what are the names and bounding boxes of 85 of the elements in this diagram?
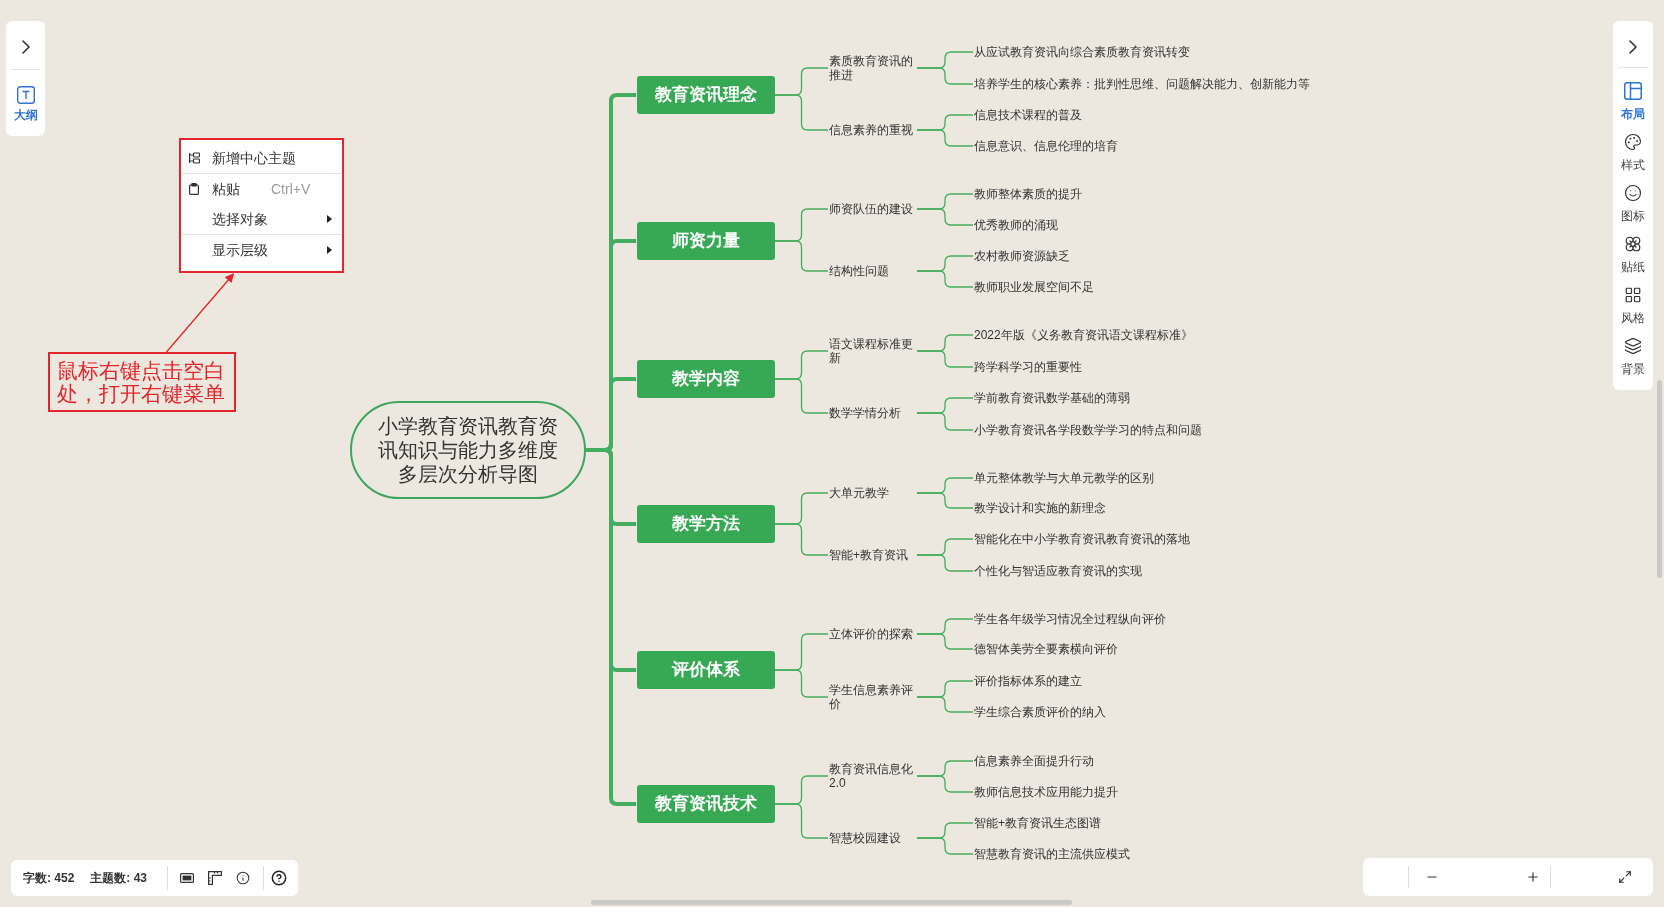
main-topic	[637, 505, 775, 543]
menu-item: 选择对象	[212, 210, 268, 228]
main-topic	[637, 360, 775, 398]
detail-text: 信息意识、信息伦理的培育	[974, 138, 1118, 154]
toolbar-label: 图标	[1621, 209, 1645, 223]
topic-label: 教学内容	[672, 369, 740, 389]
shortcut-text: Ctrl+V	[271, 180, 311, 198]
subtopic-text: 智能+教育资讯	[829, 548, 917, 562]
menu-item: 新增中心主题	[212, 149, 296, 167]
subtopic-text: 教育资讯信息化2.0	[829, 762, 917, 790]
callout-text: 鼠标右键点击空白处，打开右键菜单	[57, 359, 226, 405]
menu-item: 粘贴	[212, 180, 240, 198]
toolbar-label: 大纲	[13, 108, 38, 122]
branch-line	[774, 669, 829, 698]
topic-label: 评价体系	[672, 660, 740, 680]
arrow	[165, 273, 235, 353]
subtopic-text: 立体评价的探索	[829, 627, 917, 641]
branch-line	[774, 378, 829, 414]
callout-box	[48, 352, 236, 412]
toolbar-label: 风格	[1621, 311, 1645, 325]
detail-text: 农村教师资源缺乏	[974, 248, 1070, 264]
branch-line	[916, 412, 974, 431]
central-topic-label: 小学教育资讯教育资讯知识与能力多维度多层次分析导图	[377, 414, 559, 486]
subtopic-text: 素质教育资讯的推进	[829, 54, 917, 82]
branch-line	[774, 523, 829, 556]
detail-text: 智慧教育资讯的主流供应模式	[974, 846, 1130, 862]
context-menu	[179, 138, 344, 273]
main-topic	[637, 222, 775, 260]
subtopic-text: 数学学情分析	[829, 406, 917, 420]
branch-line	[774, 240, 829, 272]
toolbar-label: 样式	[1621, 158, 1645, 172]
detail-text: 从应试教育资讯向综合素质教育资讯转变	[974, 44, 1190, 60]
detail-text: 学生各年级学习情况全过程纵向评价	[974, 611, 1166, 627]
toolbar-label: 贴纸	[1621, 260, 1645, 274]
detail-text: 跨学科学习的重要性	[974, 359, 1082, 375]
main-topic	[637, 76, 775, 114]
detail-text: 培养学生的核心素养：批判性思维、问题解决能力、创新能力等	[974, 76, 1310, 92]
topic-label: 师资力量	[672, 231, 740, 251]
branch-line	[916, 270, 974, 288]
branch-line	[916, 208, 974, 226]
detail-text: 个性化与智适应教育资讯的实现	[974, 563, 1142, 579]
toolbar-label: 背景	[1621, 362, 1645, 376]
subtopic-text: 智慧校园建设	[829, 831, 917, 845]
branch-line	[916, 129, 974, 147]
branch-line	[916, 837, 974, 855]
subtopic-text: 结构性问题	[829, 264, 917, 278]
subtopic-text: 学生信息素养评价	[829, 683, 917, 711]
detail-text: 学前教育资讯数学基础的薄弱	[974, 390, 1130, 406]
detail-text: 教师职业发展空间不足	[974, 279, 1094, 295]
detail-text: 德智体美劳全要素横向评价	[974, 641, 1118, 657]
detail-text: 学生综合素质评价的纳入	[974, 704, 1106, 720]
topic-count-text: 主题数: 43	[90, 871, 148, 885]
branch-line	[916, 492, 974, 509]
subtopic-text: 信息素养的重视	[829, 123, 917, 137]
menu-item: 显示层级	[212, 241, 268, 259]
subtopic-text: 师资队伍的建设	[829, 202, 917, 216]
topic-label: 教育资讯理念	[655, 85, 757, 105]
detail-text: 教学设计和实施的新理念	[974, 500, 1106, 516]
subtopic-text: 大单元教学	[829, 486, 917, 500]
subtopic-text: 语文课程标准更新	[829, 337, 917, 365]
detail-text: 2022年版《义务教育资讯语文课程标准》	[974, 327, 1193, 343]
detail-text: 小学教育资讯各学段数学学习的特点和问题	[974, 422, 1202, 438]
branch-line	[916, 67, 974, 85]
topic-label: 教育资讯技术	[655, 794, 757, 814]
branch-line	[916, 775, 974, 793]
branch-line	[774, 803, 829, 839]
detail-text: 教师信息技术应用能力提升	[974, 784, 1118, 800]
branch-line	[916, 350, 974, 368]
detail-text: 智能化在中小学教育资讯教育资讯的落地	[974, 531, 1190, 547]
detail-text: 单元整体教学与大单元教学的区别	[974, 470, 1154, 486]
main-topic	[637, 651, 775, 689]
branch-line	[916, 696, 974, 713]
toolbar-label: 布局	[1621, 107, 1645, 121]
detail-text: 评价指标体系的建立	[974, 673, 1082, 689]
topic-label: 教学方法	[672, 514, 740, 534]
detail-text: 信息素养全面提升行动	[974, 753, 1094, 769]
word-count-text: 字数: 452	[23, 871, 75, 885]
main-topic	[637, 785, 775, 823]
branch-line	[916, 554, 974, 572]
branch-line	[916, 633, 974, 650]
detail-text: 信息技术课程的普及	[974, 107, 1082, 123]
detail-text: 智能+教育资讯生态图谱	[974, 815, 1101, 831]
branch-line	[774, 94, 829, 131]
detail-text: 优秀教师的涌现	[974, 217, 1058, 233]
detail-text: 教师整体素质的提升	[974, 186, 1082, 202]
